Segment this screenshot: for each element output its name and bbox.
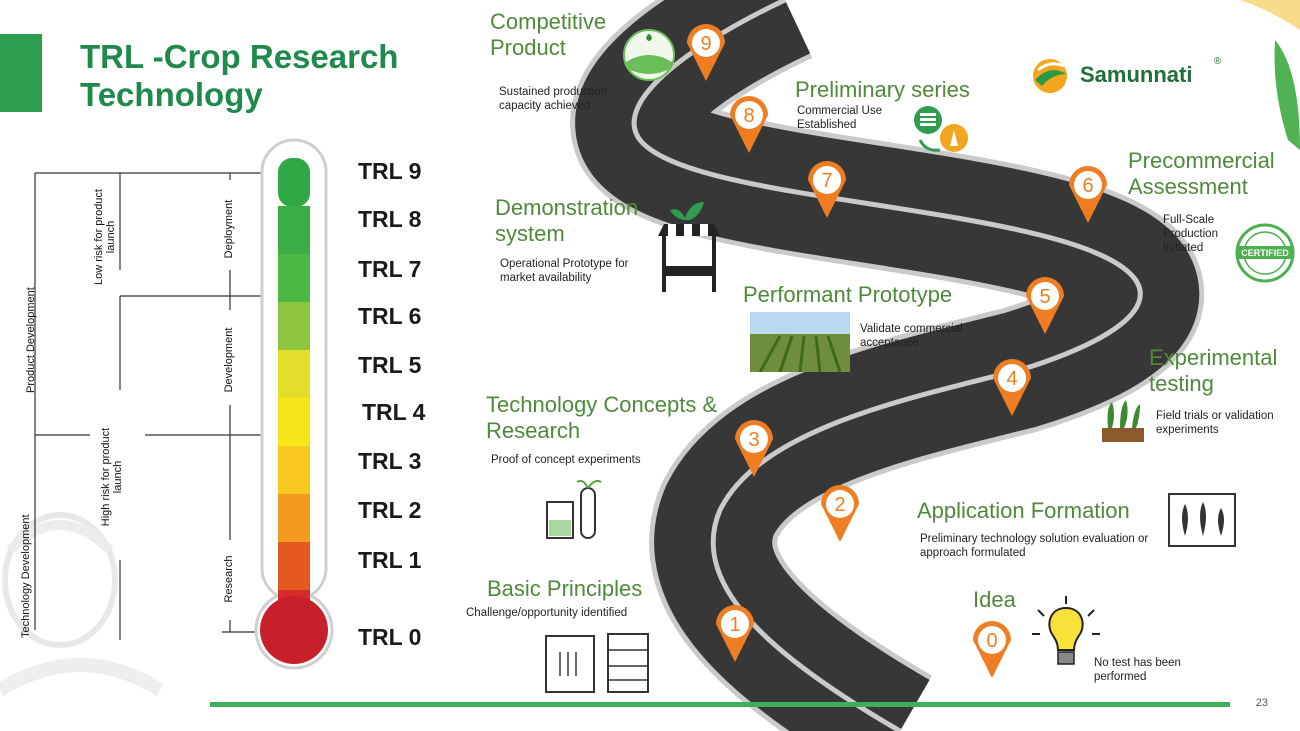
thermometer-band-1 [278, 542, 310, 591]
lab-book-icon [545, 633, 649, 693]
stage-2-title: Application Formation [917, 498, 1130, 523]
certified-badge-text: CERTIFIED [1241, 248, 1289, 258]
trl-7-label: TRL 7 [358, 256, 422, 282]
stage-8-pin: 8 [730, 96, 768, 153]
title-accent-bar [0, 34, 42, 112]
thermometer-band-9 [278, 158, 310, 207]
stage-2-pin: 2 [821, 485, 859, 542]
page-number: 23 [1255, 697, 1268, 709]
test-tube-icon [546, 479, 602, 539]
corner-accent [1240, 0, 1300, 150]
stage-5-pin: 5 [1026, 277, 1064, 334]
trl-9-label: TRL 9 [358, 158, 422, 184]
stage-2-pin-number: 2 [834, 494, 845, 516]
trl-4-label: TRL 4 [362, 399, 426, 425]
stage-3-desc: Proof of concept experiments [491, 454, 641, 466]
trl-8-label: TRL 8 [358, 206, 422, 232]
stage-9-pin-number: 9 [700, 33, 711, 55]
stage-7-pin: 7 [808, 161, 846, 218]
farmer-watermark [0, 512, 164, 696]
stage-6-pin-number: 6 [1082, 175, 1093, 197]
stage-9-pin: 9 [687, 24, 725, 81]
stage-5-title: Performant Prototype [743, 282, 953, 307]
stage-3-pin-number: 3 [748, 429, 759, 451]
world-farm-icon [623, 29, 675, 81]
stage-2-desc: Preliminary technology solution evaluati… [920, 533, 1149, 559]
stage-1-desc: Challenge/opportunity identified [466, 607, 628, 619]
trl-0-label: TRL 0 [358, 624, 422, 650]
stage-0-desc: No test has been performed [1094, 657, 1181, 683]
stage-0-pin-number: 0 [986, 630, 997, 652]
thermometer-band-4 [278, 398, 310, 447]
stage-7-pin-number: 7 [821, 170, 832, 192]
stage-7-title: Demonstration system [495, 195, 639, 246]
brand-name: Samunnati [1080, 62, 1193, 87]
trl-bracket-diagram [34, 172, 262, 640]
brand-registered-mark: ® [1214, 56, 1222, 67]
page-title: TRL -Crop Research Technology [80, 38, 399, 113]
stage-1-pin: 1 [716, 605, 754, 662]
stage-1-pin-number: 1 [729, 614, 740, 636]
stage-4-pin-number: 4 [1006, 368, 1017, 390]
trl-6-label: TRL 6 [358, 303, 422, 329]
lightbulb-icon [1032, 596, 1100, 665]
trl-5-label: TRL 5 [358, 352, 422, 378]
seedling-tray-icon [1102, 400, 1144, 442]
thermometer-bulb [260, 596, 328, 664]
trl-3-label: TRL 3 [358, 448, 422, 474]
stage-1-title: Basic Principles [487, 576, 643, 601]
market-stall-icon [658, 202, 720, 292]
thermometer-band-5 [278, 350, 310, 399]
stage-0-pin: 0 [973, 621, 1011, 678]
seeds-plan-icon [1168, 493, 1236, 547]
crop-field-image [750, 312, 850, 372]
trl-thermometer [254, 138, 334, 670]
thermometer-band-7 [278, 254, 310, 303]
stage-0-title: Idea [973, 587, 1016, 612]
thermometer-band-6 [278, 302, 310, 351]
server-gear-icon [914, 106, 968, 152]
stage-3-pin: 3 [735, 420, 773, 477]
thermometer-band-8 [278, 206, 310, 255]
stage-8-title: Preliminary series [795, 77, 970, 102]
samunnati-logo-icon [1033, 59, 1067, 93]
stage-6-desc: Full-Scale Production Initiated [1163, 214, 1218, 254]
stage-7-desc: Operational Prototype for market availab… [500, 258, 629, 284]
stage-5-pin-number: 5 [1039, 286, 1050, 308]
certified-badge-icon: CERTIFIED [1235, 223, 1295, 283]
stage-9-title: Competitive Product [490, 9, 607, 60]
stage-6-title: Precommercial Assessment [1128, 148, 1275, 199]
stage-5-desc: Validate commercial acceptance [860, 323, 963, 349]
stage-9-desc: Sustained production capacity achieved [499, 86, 608, 112]
stage-3-title: Technology Concepts & Research [486, 392, 718, 443]
footer-accent-bar [210, 702, 1230, 707]
stage-6-pin: 6 [1069, 166, 1107, 223]
stage-4-desc: Field trials or validation experiments [1156, 410, 1274, 436]
stage-4-pin: 4 [993, 359, 1031, 416]
stage-8-pin-number: 8 [743, 105, 754, 127]
stage-8-desc: Commercial Use Established [797, 105, 882, 131]
trl-2-label: TRL 2 [358, 497, 422, 523]
thermometer-band-3 [278, 446, 310, 495]
stage-4-title: Experimental testing [1149, 345, 1278, 396]
thermometer-band-2 [278, 494, 310, 543]
trl-1-label: TRL 1 [358, 547, 422, 573]
